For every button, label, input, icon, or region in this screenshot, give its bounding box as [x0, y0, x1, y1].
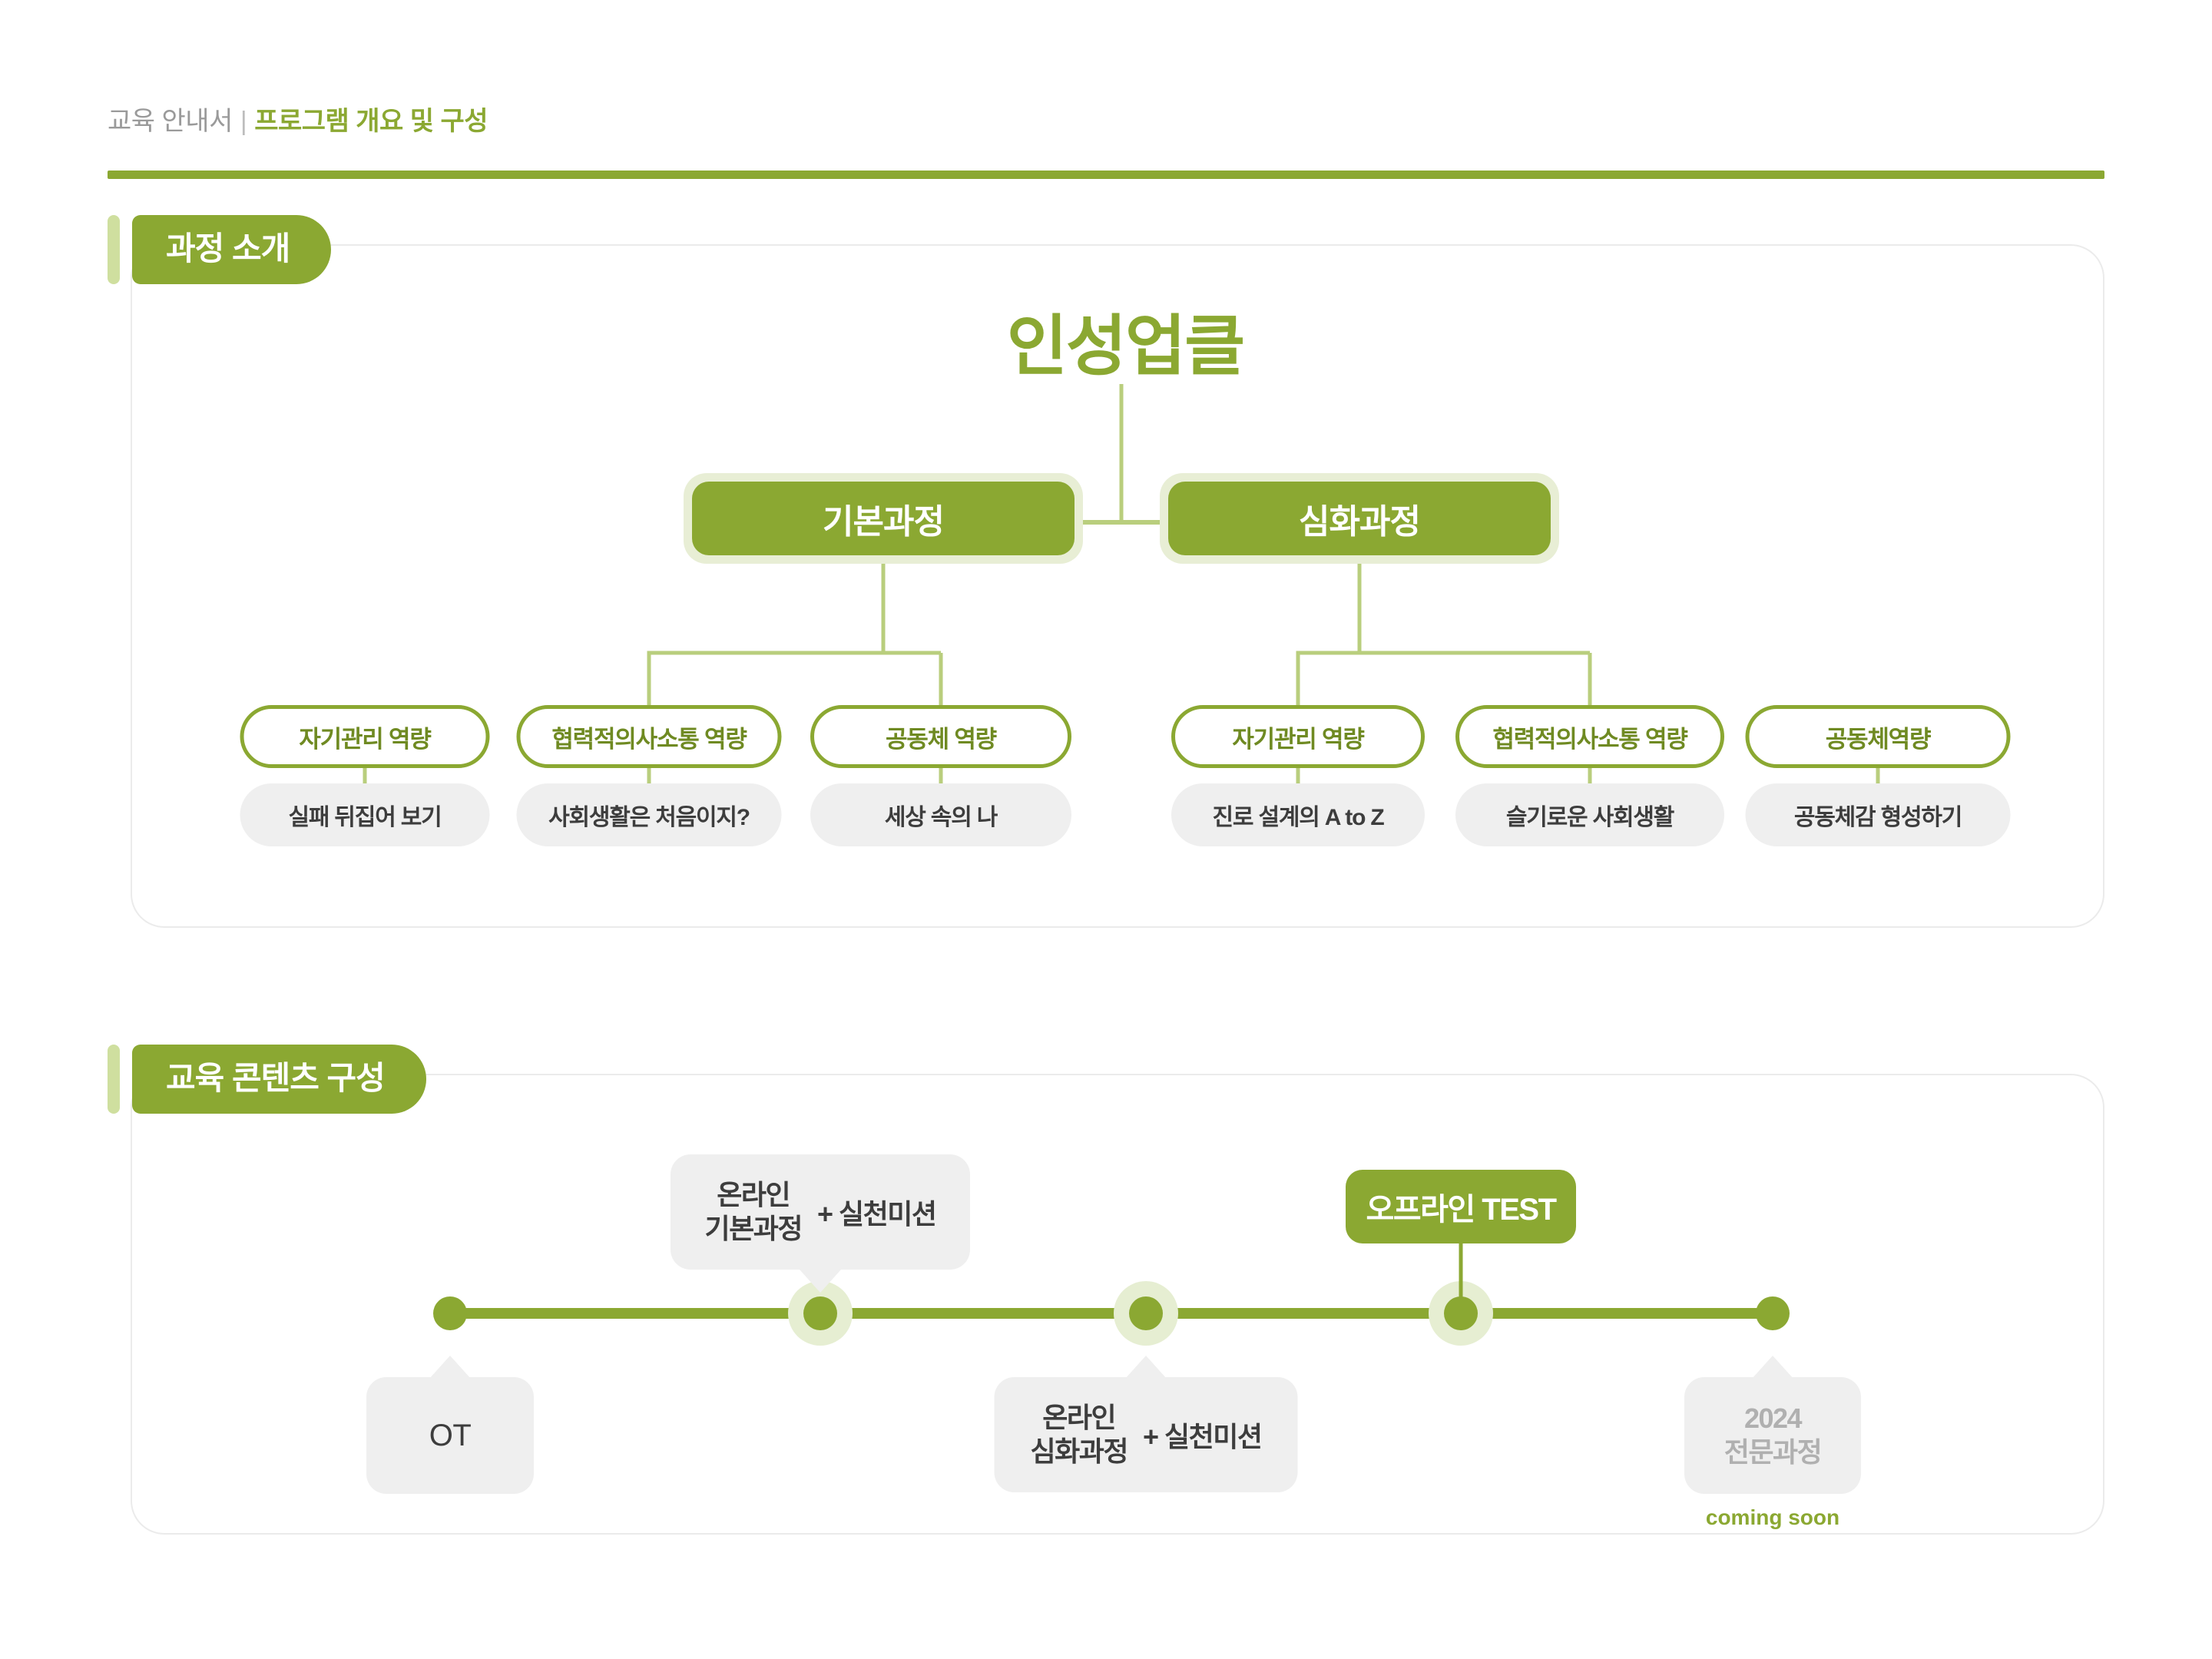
- topic-pill-advanced-2[interactable]: 슬기로운 사회생활: [1455, 783, 1724, 846]
- topic-label: 진로 설계의 A to Z: [1212, 805, 1385, 830]
- badge-accent-bar: [108, 215, 120, 285]
- competency-pill-advanced-3[interactable]: 공동체역량: [1745, 705, 2011, 768]
- section-badge-label: 교육 콘텐츠 구성: [132, 1045, 426, 1114]
- timeline-dot-online-basic[interactable]: [803, 1296, 837, 1330]
- competency-label: 협력적의사소통 역량: [551, 725, 747, 753]
- callout-suffix: + 실천미션: [1142, 1421, 1263, 1452]
- breadcrumb-current: 프로그램 개요 및 구성: [254, 107, 488, 136]
- course-box-advanced-label: 심화과정: [1168, 482, 1551, 555]
- competency-pill-basic-1[interactable]: 자기관리 역량: [240, 705, 490, 768]
- callout-label: OT: [429, 1418, 472, 1452]
- section-course-intro: 과정 소개: [0, 215, 2212, 952]
- callout-stem-offline-test: [1459, 1240, 1463, 1298]
- callout-notch-pro-course: [1752, 1356, 1793, 1379]
- topic-label: 공동체감 형성하기: [1793, 805, 1963, 830]
- competency-label: 공동체 역량: [885, 725, 997, 753]
- competency-label: 협력적의사소통 역량: [1492, 725, 1687, 753]
- course-box-advanced[interactable]: 심화과정: [1160, 473, 1559, 564]
- topic-label: 세상 속의 나: [884, 805, 998, 830]
- callout-label: 오프라인 TEST: [1366, 1193, 1557, 1227]
- callout-suffix: + 실천미션: [816, 1198, 937, 1230]
- topic-pill-basic-1[interactable]: 실패 뒤집어 보기: [240, 783, 490, 846]
- page-header: 교육 안내서|프로그램 개요 및 구성: [108, 100, 2104, 137]
- competency-pill-advanced-2[interactable]: 협력적의사소통 역량: [1455, 705, 1724, 768]
- callout-notch-online-advanced: [1125, 1356, 1167, 1379]
- course-tree: 인성업클 기본과정 심화과정 자기관리 역량 협력적의사소통 역량 공동체 역량…: [0, 215, 2212, 952]
- breadcrumb-separator: |: [240, 107, 247, 136]
- breadcrumb: 교육 안내서|프로그램 개요 및 구성: [108, 100, 2104, 137]
- topic-label: 슬기로운 사회생활: [1505, 805, 1675, 830]
- badge-accent-bar: [108, 1045, 120, 1114]
- header-rule: [108, 171, 2104, 179]
- competency-label: 자기관리 역량: [1232, 725, 1365, 753]
- timeline-dot-pro-course[interactable]: [1756, 1296, 1790, 1330]
- section-badge-label: 과정 소개: [132, 215, 332, 285]
- callout-notch-ot: [429, 1356, 471, 1379]
- course-box-basic[interactable]: 기본과정: [684, 473, 1083, 564]
- topic-pill-basic-2[interactable]: 사회생활은 처음이지?: [516, 783, 782, 846]
- timeline-track: [450, 1308, 1773, 1319]
- timeline-dot-offline-test[interactable]: [1444, 1296, 1478, 1330]
- timeline-callout-ot[interactable]: OT: [366, 1377, 534, 1494]
- topic-pill-basic-3[interactable]: 세상 속의 나: [810, 783, 1071, 846]
- competency-label: 공동체역량: [1825, 725, 1932, 753]
- topic-label: 사회생활은 처음이지?: [548, 805, 750, 830]
- competency-pill-basic-3[interactable]: 공동체 역량: [810, 705, 1071, 768]
- timeline-callout-offline-test[interactable]: 오프라인 TEST: [1346, 1170, 1576, 1243]
- topic-label: 실패 뒤집어 보기: [288, 805, 442, 830]
- section-badge-course-intro: 과정 소개: [108, 215, 332, 285]
- competency-pill-advanced-1[interactable]: 자기관리 역량: [1171, 705, 1425, 768]
- tree-root-title: 인성업클: [1006, 310, 1245, 383]
- topic-pill-advanced-3[interactable]: 공동체감 형성하기: [1745, 783, 2011, 846]
- competency-pill-basic-2[interactable]: 협력적의사소통 역량: [516, 705, 782, 768]
- competency-label: 자기관리 역량: [299, 725, 432, 753]
- course-box-basic-label: 기본과정: [692, 482, 1075, 555]
- breadcrumb-prefix: 교육 안내서: [108, 107, 233, 136]
- timeline-dot-ot[interactable]: [433, 1296, 467, 1330]
- timeline-dot-online-advanced[interactable]: [1129, 1296, 1163, 1330]
- coming-soon-note: coming soon: [1705, 1505, 1840, 1529]
- topic-pill-advanced-1[interactable]: 진로 설계의 A to Z: [1171, 783, 1425, 846]
- section-badge-content-composition: 교육 콘텐츠 구성: [108, 1045, 426, 1114]
